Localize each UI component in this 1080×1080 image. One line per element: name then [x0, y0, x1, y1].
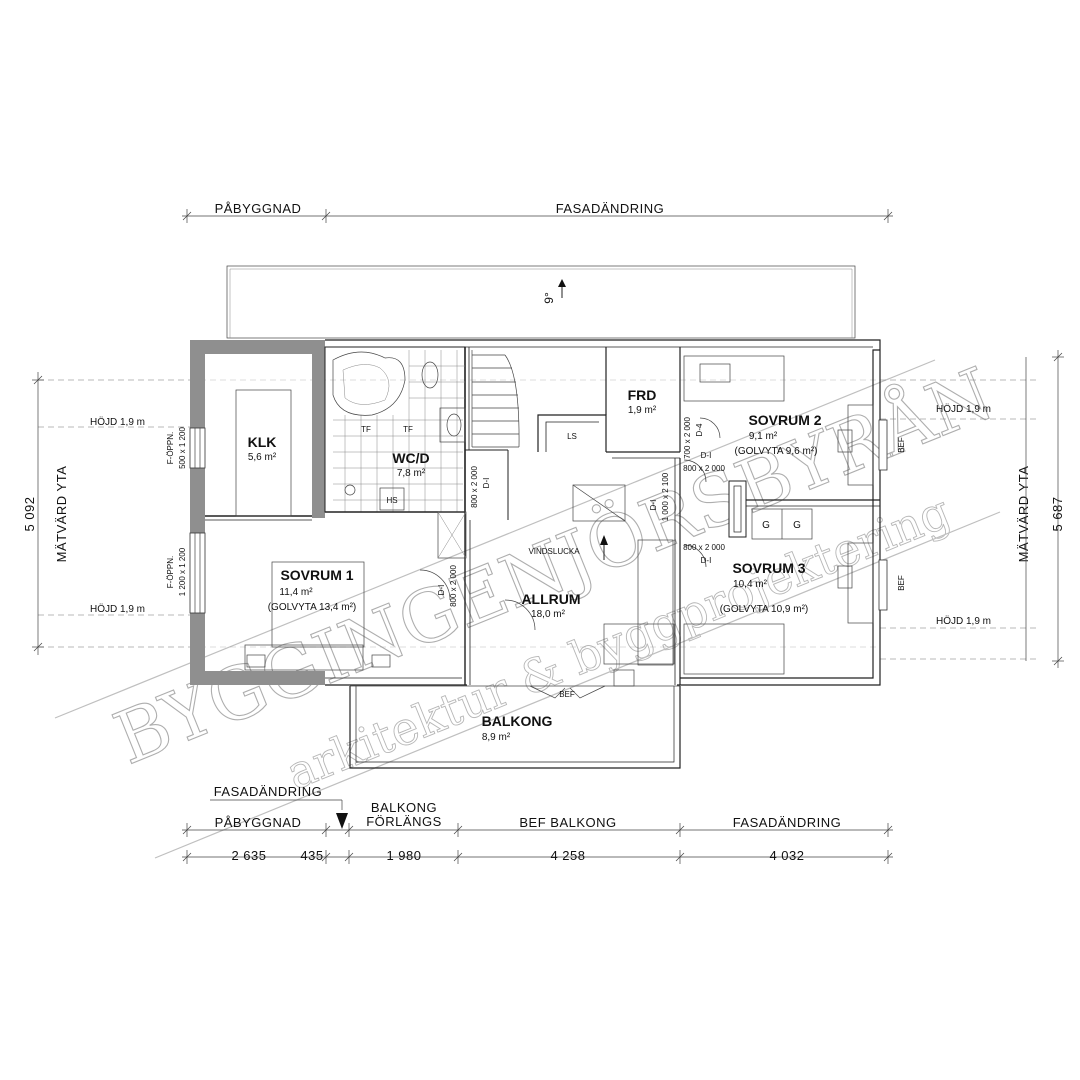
room-klk-name: KLK — [248, 434, 277, 450]
north-arrow-icon — [558, 279, 566, 287]
room-sovrum1-golvyta: (GOLVYTA 13,4 m²) — [268, 602, 357, 613]
door-size-700: 700 x 2 000 — [683, 417, 692, 459]
bef-door-label: BEF — [559, 690, 575, 699]
top-dim-label-pabyggnad: PÅBYGGNAD — [215, 201, 302, 216]
room-sovrum3-name: SOVRUM 3 — [732, 560, 805, 576]
door-type-c: D-I — [701, 451, 712, 460]
room-frd-area: 1,9 m² — [628, 405, 657, 416]
bottom-fasadandring-small: FASADÄNDRING — [214, 784, 323, 799]
wardrobe-g-2: G — [793, 520, 801, 531]
room-wcd-area: 7,8 m² — [397, 468, 426, 479]
dimension-arrow-icon — [336, 813, 348, 829]
bottom-label-fasadandring: FASADÄNDRING — [733, 815, 842, 830]
room-sovrum1-name: SOVRUM 1 — [280, 567, 353, 583]
wcd-hs: HS — [386, 496, 397, 505]
room-sovrum3-golvyta: (GOLVYTA 10,9 m²) — [720, 604, 809, 615]
bottom-label-balkong: BALKONG — [371, 800, 437, 815]
room-wcd-name: WC/D — [392, 450, 429, 466]
wcd-tf-1: TF — [361, 425, 371, 434]
height-right-bottom: HÖJD 1,9 m — [936, 615, 991, 627]
door-annotations: 800 x 2 000 D-I 700 x 2 000 D-4 D-I 800 … — [437, 417, 906, 699]
bef-window-1: BEF — [897, 437, 906, 453]
roof-outline: 9° — [226, 265, 856, 339]
door-size-b: 800 x 2 000 — [683, 464, 725, 473]
balcony-outline — [349, 685, 681, 769]
bef-window-2: BEF — [897, 575, 906, 591]
room-allrum-name: ALLRUM — [521, 591, 580, 607]
north-angle: 9° — [542, 292, 556, 304]
wardrobe-g-1: G — [762, 520, 770, 531]
room-sovrum2-area: 9,1 m² — [749, 431, 778, 442]
height-left-bottom: HÖJD 1,9 m — [90, 603, 145, 615]
left-dim-label: MÄTVÄRD YTA — [54, 466, 69, 563]
right-dimension: 5 687 MÄTVÄRD YTA — [1016, 350, 1065, 668]
door-type-d4: D-4 — [695, 423, 704, 436]
wcd-tf-2: TF — [403, 425, 413, 434]
room-frd-name: FRD — [628, 387, 657, 403]
bottom-value-1980: 1 980 — [386, 848, 421, 863]
room-balkong-name: BALKONG — [482, 713, 553, 729]
f-oppn-top-label: F-ÖPPN. — [166, 432, 175, 464]
door-size-1000: 1 000 x 2 100 — [661, 472, 670, 521]
bottom-label-pabyggnad: PÅBYGGNAD — [215, 815, 302, 830]
room-sovrum3-area: 10,4 m² — [733, 579, 768, 590]
top-dim-label-fasadandring: FASADÄNDRING — [556, 201, 665, 216]
bottom-label-bef-balkong: BEF BALKONG — [519, 815, 616, 830]
room-balkong-area: 8,9 m² — [482, 732, 511, 743]
staircase — [471, 350, 520, 448]
room-klk-area: 5,6 m² — [248, 452, 277, 463]
bottom-value-2635: 2 635 — [231, 848, 266, 863]
vindslucka-label: VINDSLUCKA — [528, 547, 580, 556]
height-right-top: HÖJD 1,9 m — [936, 403, 991, 415]
door-size-a: 800 x 2 000 — [470, 466, 479, 508]
bottom-value-4032: 4 032 — [769, 848, 804, 863]
room-allrum-area: 18,0 m² — [531, 609, 566, 620]
door-swings — [419, 417, 721, 699]
top-dimension-line: PÅBYGGNAD FASADÄNDRING — [182, 201, 893, 223]
door-size-c: 800 x 2 000 — [683, 543, 725, 552]
door-type-d: D-I — [649, 500, 658, 511]
door-type-f: D-I — [437, 585, 446, 596]
height-left-top: HÖJD 1,9 m — [90, 416, 145, 428]
room-sovrum2-golvyta: (GOLVYTA 9,6 m²) — [735, 446, 818, 457]
bottom-value-4258: 4 258 — [550, 848, 585, 863]
height-lines — [38, 379, 1040, 660]
f-oppn-bottom-size: 1 200 x 1 200 — [178, 547, 187, 596]
door-size-d: 800 x 2 000 — [449, 565, 458, 607]
bottom-dimensions: FASADÄNDRING BALKONG FÖRLÄNGS PÅBYGGNAD … — [182, 784, 893, 864]
f-oppn-bottom-label: F-ÖPPN. — [166, 556, 175, 588]
left-windows: F-ÖPPN. 500 x 1 200 F-ÖPPN. 1 200 x 1 20… — [166, 427, 206, 614]
room-sovrum1-area: 11,4 m² — [279, 587, 313, 598]
bathroom-tiles — [333, 350, 465, 512]
left-dim-value: 5 092 — [22, 496, 37, 531]
room-sovrum2-name: SOVRUM 2 — [748, 412, 821, 428]
room-ls: LS — [567, 432, 577, 441]
left-dimension: 5 092 MÄTVÄRD YTA — [22, 372, 69, 655]
bottom-value-435: 435 — [300, 848, 323, 863]
interior-walls — [205, 346, 888, 687]
door-type-a: D-I — [482, 478, 491, 489]
door-type-e: D-I — [701, 556, 712, 565]
bottom-label-forlangs: FÖRLÄNGS — [366, 814, 442, 829]
room-labels: KLK 5,6 m² WC/D 7,8 m² TF TF HS FRD 1,9 … — [248, 387, 822, 743]
right-dim-label: MÄTVÄRD YTA — [1016, 466, 1031, 563]
f-oppn-top-size: 500 x 1 200 — [178, 427, 187, 469]
right-dim-value: 5 687 — [1050, 496, 1065, 531]
